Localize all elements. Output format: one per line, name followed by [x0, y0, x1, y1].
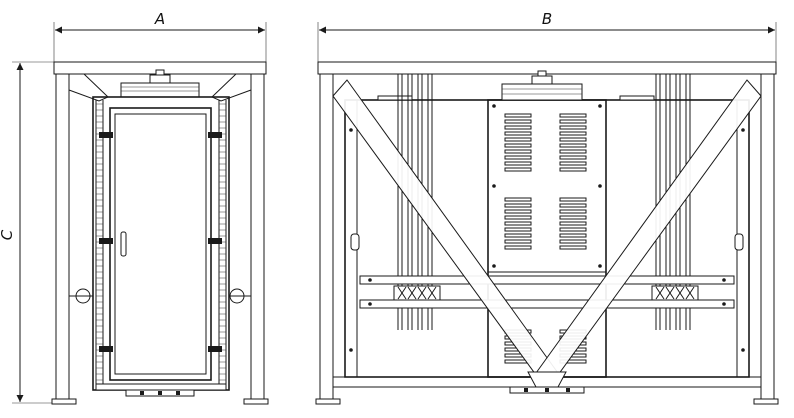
front-view: [315, 61, 779, 405]
frame-leg-right: [250, 73, 265, 403]
vent-louvers: [504, 113, 587, 364]
frame-leg-left: [55, 73, 70, 403]
side-view: [51, 61, 269, 405]
front-top-cover: [501, 83, 583, 101]
mounting-rail-top: [359, 275, 735, 285]
mounting-rail-bottom: [359, 299, 735, 309]
cable-clamps-left: [393, 285, 441, 301]
front-cabinet-body: [344, 99, 750, 378]
front-frame-leg-left: [319, 73, 334, 403]
front-frame-top-beam: [317, 61, 777, 75]
dimension-a: A: [53, 10, 267, 62]
dimension-c-label: C: [0, 229, 16, 240]
front-frame-leg-right: [760, 73, 775, 403]
door-hinges: [99, 132, 222, 352]
dimension-b: B: [317, 10, 777, 62]
diagonal-braces: [332, 79, 762, 388]
dimension-c: C: [0, 61, 60, 404]
central-panel: [487, 99, 607, 378]
cable-clamps-right: [651, 285, 699, 301]
top-cover: [120, 82, 200, 98]
dimension-a-label: A: [154, 10, 165, 28]
door-handle: [120, 231, 127, 257]
dimension-b-label: B: [542, 10, 552, 28]
